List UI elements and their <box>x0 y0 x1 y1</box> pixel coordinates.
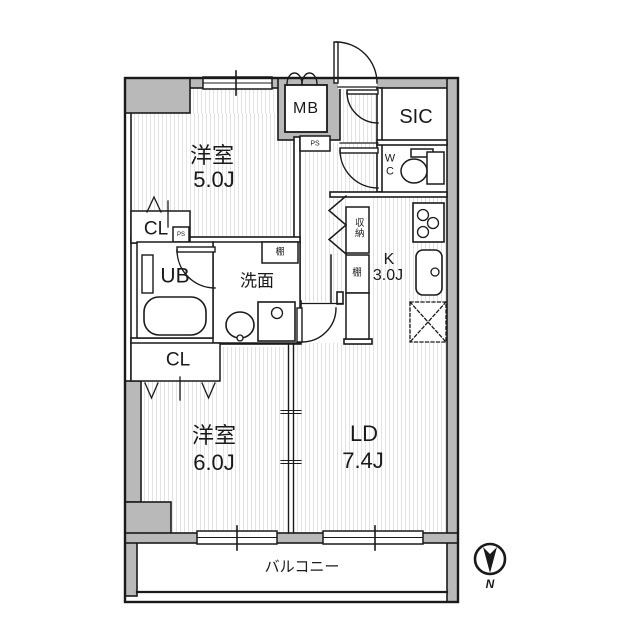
ps-closet-label: PS <box>176 231 186 238</box>
sic-door <box>346 89 379 124</box>
closet-upper-label: CL <box>143 218 169 240</box>
entry-opening <box>338 76 377 89</box>
floor-hallway <box>302 192 347 302</box>
washroom-label: 洗面 <box>240 271 274 291</box>
building-outline <box>123 76 460 604</box>
toilet <box>400 148 445 185</box>
meter-box-doors <box>286 72 318 85</box>
windows <box>196 70 424 551</box>
living-door <box>296 307 337 343</box>
living-dining-name-label: LD <box>349 421 379 446</box>
washing-machine-dial-icon <box>270 306 284 320</box>
floor-bedroom5 <box>190 88 294 113</box>
floor-entry <box>340 88 378 143</box>
kitchen-name-label: K <box>383 251 395 268</box>
compass-north-label: N <box>485 577 495 591</box>
wc-label-c: C <box>386 165 394 178</box>
closet-door-marks <box>144 195 216 401</box>
sliding-partition <box>280 344 302 534</box>
meter-box-label: MB <box>293 100 319 117</box>
sic-label: SIC <box>399 106 433 128</box>
shelf-washroom-label: 棚 <box>275 246 285 257</box>
kitchen-size-label: 3.0J <box>372 266 404 284</box>
folding-door <box>327 194 348 256</box>
washbasin <box>225 311 255 339</box>
refrigerator-space <box>409 301 447 343</box>
entrance-door <box>333 41 378 84</box>
floor-bedroom6 <box>220 347 287 533</box>
bedroom6-size-label: 6.0J <box>193 450 235 475</box>
bedroom5-name-label: 洋室 <box>189 143 235 168</box>
closet-lower-label: CL <box>165 349 191 371</box>
kitchen-sink <box>415 249 443 296</box>
ps-meter-label: PS <box>310 140 320 147</box>
bedroom5-size-label: 5.0J <box>193 167 235 192</box>
bedroom6-name-label: 洋室 <box>191 423 237 448</box>
washbasin-drain-icon <box>236 334 244 342</box>
shelf-hall-label: 棚 <box>352 267 362 279</box>
floor-living-dining <box>294 343 447 533</box>
wc-door <box>339 147 379 189</box>
compass-icon <box>473 542 507 576</box>
bath-door <box>176 246 216 289</box>
bathtub <box>143 296 207 336</box>
bath-counter <box>141 254 154 294</box>
balcony-label: バルコニー <box>264 558 340 576</box>
wc-label-w: W <box>384 152 396 165</box>
storage-label: 収納 <box>352 217 364 239</box>
living-dining-size-label: 7.4J <box>342 448 384 473</box>
stove <box>412 202 445 243</box>
unit-bath-label: UB <box>160 264 190 288</box>
washing-machine <box>257 301 296 342</box>
